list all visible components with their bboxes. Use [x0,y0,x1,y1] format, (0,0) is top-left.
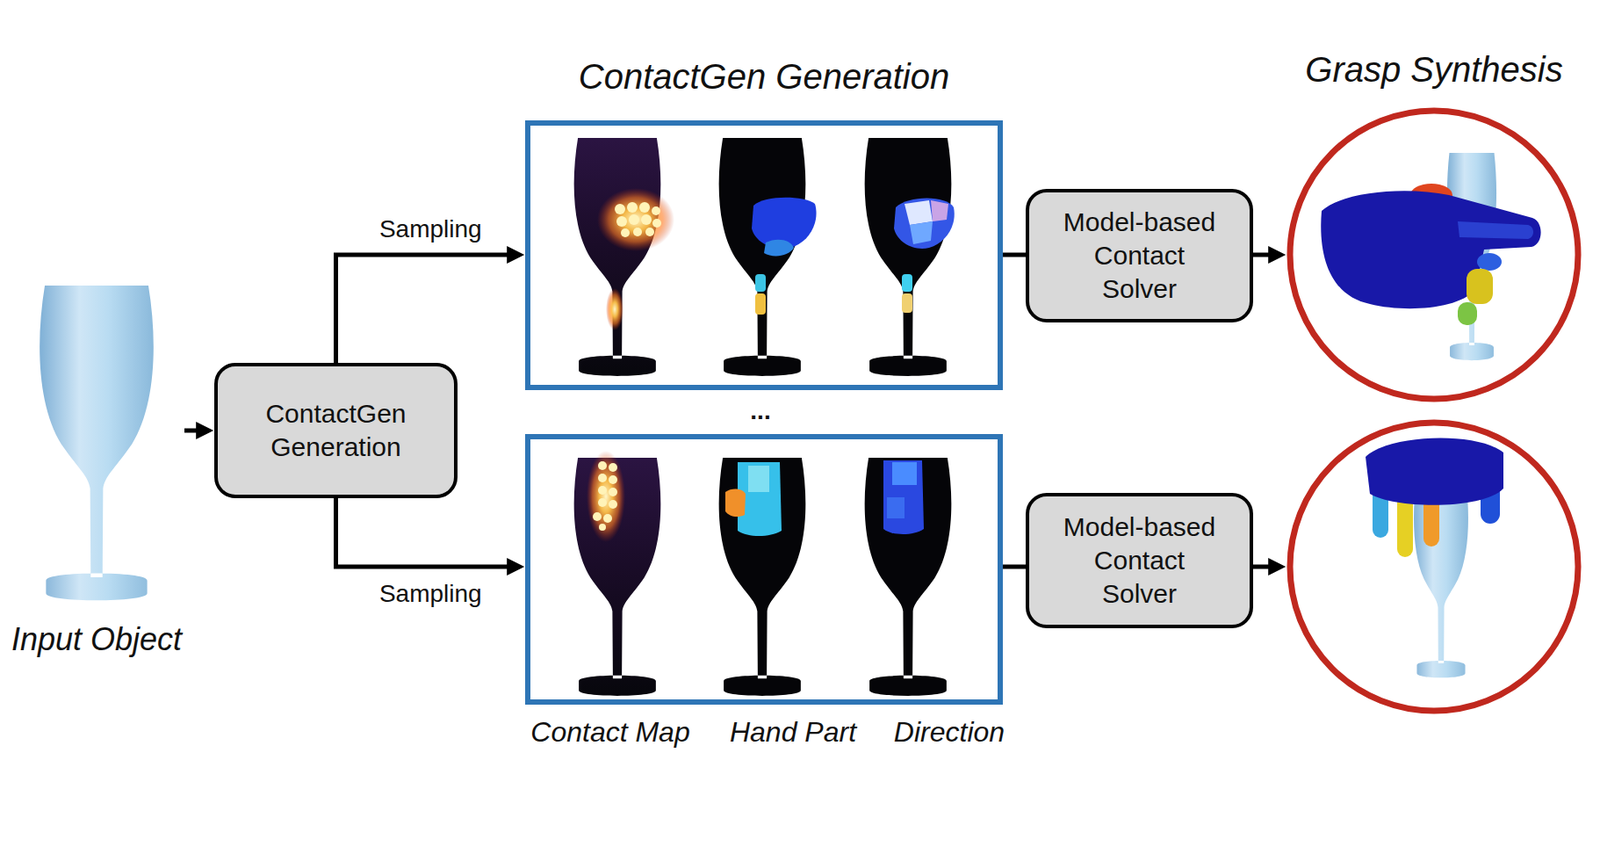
flow-arrow [1002,252,1026,258]
sample-panel: Contact Map Hand Part Direction [525,433,1003,754]
grasp-top [1320,152,1541,361]
grasp-glass [1413,479,1469,678]
part-patch [725,488,746,517]
hand-part [1477,252,1502,271]
flow-arrow [1002,564,1026,570]
contact-dots [614,201,662,238]
direction-top [864,137,955,376]
box-label: Model-based Contact Solver [1060,510,1219,611]
panel-frame [525,433,1003,705]
hand-part [1457,302,1478,325]
grasp-bottom [1365,438,1504,678]
hand-part [1466,268,1493,304]
circle-area [1286,418,1582,714]
circle-outline [1290,110,1579,399]
part-patch [755,273,766,292]
part-patch [755,293,766,315]
box-label: ContactGen Generation [235,396,437,464]
direction-patch [909,221,933,245]
direction-patch [883,460,924,534]
dark-glass [719,457,807,696]
direction-patch [901,273,913,292]
flow-arrow [336,254,519,363]
object-caption: Input Object [11,619,182,659]
contact-map-bottom [574,450,662,696]
hand-part-bottom [719,457,807,696]
column-label: Hand Part [729,714,857,749]
dark-glass [719,137,807,376]
process-box: Model-based Contact Solver [1025,188,1254,323]
hand-part-top [719,137,817,376]
column-label: Contact Map [530,714,690,749]
circle-area [1286,107,1582,403]
dark-glass [864,457,952,696]
contact-map-top [574,137,675,376]
flow-arrow [1253,564,1280,570]
contact-dots [592,461,618,531]
direction-patch [901,293,913,313]
dark-glass [864,137,952,376]
column-label: Direction [893,714,1005,749]
direction-patch [930,200,949,222]
result-circle [1286,418,1582,714]
input-glass [39,285,154,600]
hand-palm [1320,190,1541,309]
hand-palm [1365,438,1504,505]
flow-arrow [336,497,519,567]
circle-outline [1286,107,1582,403]
panel-heading: Grasp Synthesis [1286,48,1582,91]
direction-patch [904,200,933,225]
flow-arrow [1253,252,1280,258]
edge-label: Sampling [379,214,483,245]
part-patch [763,239,794,257]
circle-outline [1286,418,1582,714]
direction-patch [892,461,917,485]
ellipsis-label: ... [749,397,771,425]
flow-arrow [184,428,208,433]
panel-frame [525,120,1003,390]
contact-glow [605,288,624,331]
edge-label: Sampling [379,578,483,609]
part-patch [748,465,770,492]
input-object: Input Object [8,279,185,659]
result-circle: Grasp Synthesis [1286,48,1582,403]
hand-part [1457,221,1534,239]
panel-heading: ContactGen Generation [525,55,1003,98]
box-label: Model-based Contact Solver [1060,205,1219,306]
dark-glass [574,137,662,376]
contact-glow [597,187,675,252]
sample-panel: ContactGen Generation [525,55,1003,390]
direction-bottom [864,457,952,696]
circle-outline [1290,422,1579,711]
direction-patch [893,198,955,249]
process-box: ContactGen Generation [214,362,458,498]
process-box: Model-based Contact Solver [1025,492,1254,628]
direction-patch [886,497,905,519]
contact-glow [586,450,626,542]
